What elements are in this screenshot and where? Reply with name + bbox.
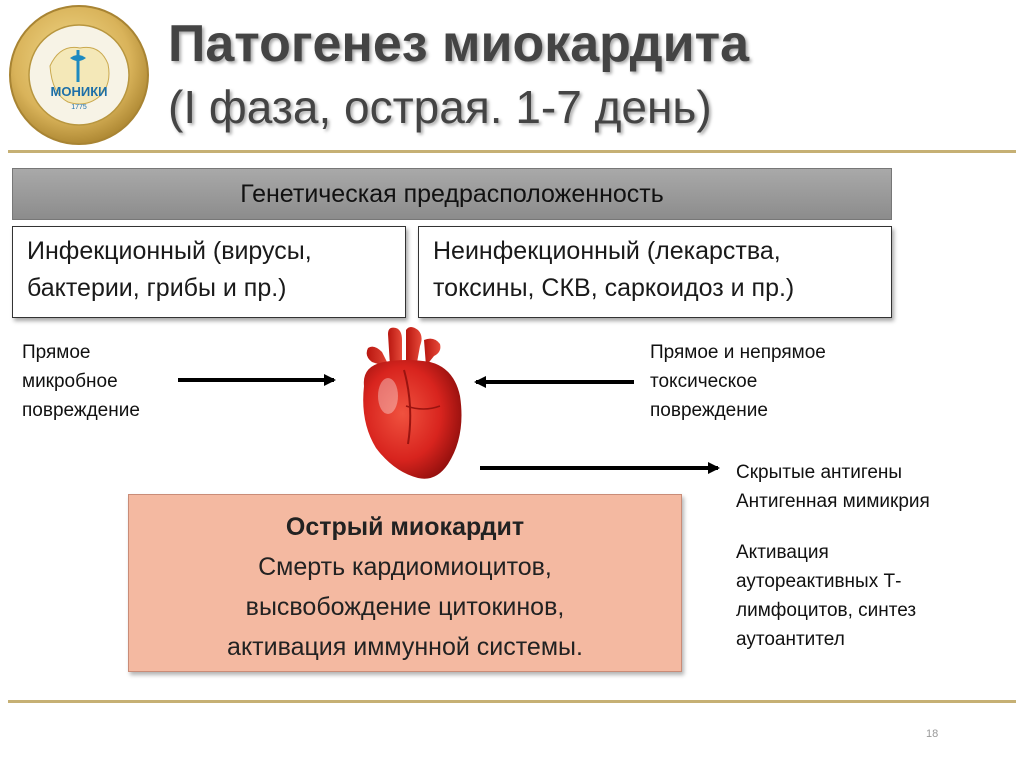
activation-line: Активация: [736, 542, 829, 563]
acute-myocarditis-box: Острый миокардит Смерть кардиомиоцитов, …: [128, 494, 682, 672]
top-divider: [8, 150, 1016, 153]
direct-microbial-damage-label: Прямое микробное повреждение: [22, 338, 182, 425]
immune-consequences-list: Скрытые антигены Антигенная мимикрия Акт…: [736, 458, 1006, 654]
noninfectious-line: Неинфекционный (лекарства,: [433, 237, 781, 265]
heart-icon: [363, 327, 462, 479]
bottom-divider: [8, 700, 1016, 703]
direct-microbial-line: микробное: [22, 371, 118, 392]
logo-text: МОНИКИ: [51, 84, 108, 99]
genetic-predisposition-bar: Генетическая предрасположенность: [12, 168, 892, 220]
hidden-antigens-label: Скрытые антигены: [736, 462, 903, 483]
acute-line: высвобождение цитокинов,: [245, 593, 565, 621]
noninfectious-line: токсины, СКВ, саркоидоз и пр.): [433, 274, 795, 302]
toxic-damage-label: Прямое и непрямое токсическое повреждени…: [650, 338, 890, 425]
logo-year: 1775: [71, 104, 87, 111]
activation-line: лимфоцитов, синтез: [736, 600, 917, 621]
activation-line: аутореактивных Т-: [736, 571, 902, 592]
acute-line: Смерть кардиомиоцитов,: [258, 553, 552, 581]
page-title: Патогенез миокардита: [168, 15, 750, 73]
activation-line: аутоантител: [736, 629, 845, 650]
toxic-damage-line: токсическое: [650, 371, 758, 392]
infectious-line: бактерии, грибы и пр.): [27, 274, 287, 302]
acute-line: активация иммунной системы.: [227, 633, 583, 661]
acute-myocarditis-title: Острый миокардит: [285, 513, 525, 541]
moniki-logo: МОНИКИ 1775: [9, 5, 149, 145]
page-number: 18: [926, 728, 939, 740]
toxic-damage-line: Прямое и непрямое: [650, 342, 826, 363]
antigen-mimicry-label: Антигенная мимикрия: [736, 491, 930, 512]
infectious-causes-box: Инфекционный (вирусы, бактерии, грибы и …: [12, 226, 406, 318]
direct-microbial-line: Прямое: [22, 342, 91, 363]
infectious-line: Инфекционный (вирусы,: [27, 237, 312, 265]
noninfectious-causes-box: Неинфекционный (лекарства, токсины, СКВ,…: [418, 226, 892, 318]
page-subtitle: (I фаза, острая. 1-7 день): [168, 81, 712, 133]
direct-microbial-line: повреждение: [22, 400, 140, 421]
toxic-damage-line: повреждение: [650, 400, 768, 421]
